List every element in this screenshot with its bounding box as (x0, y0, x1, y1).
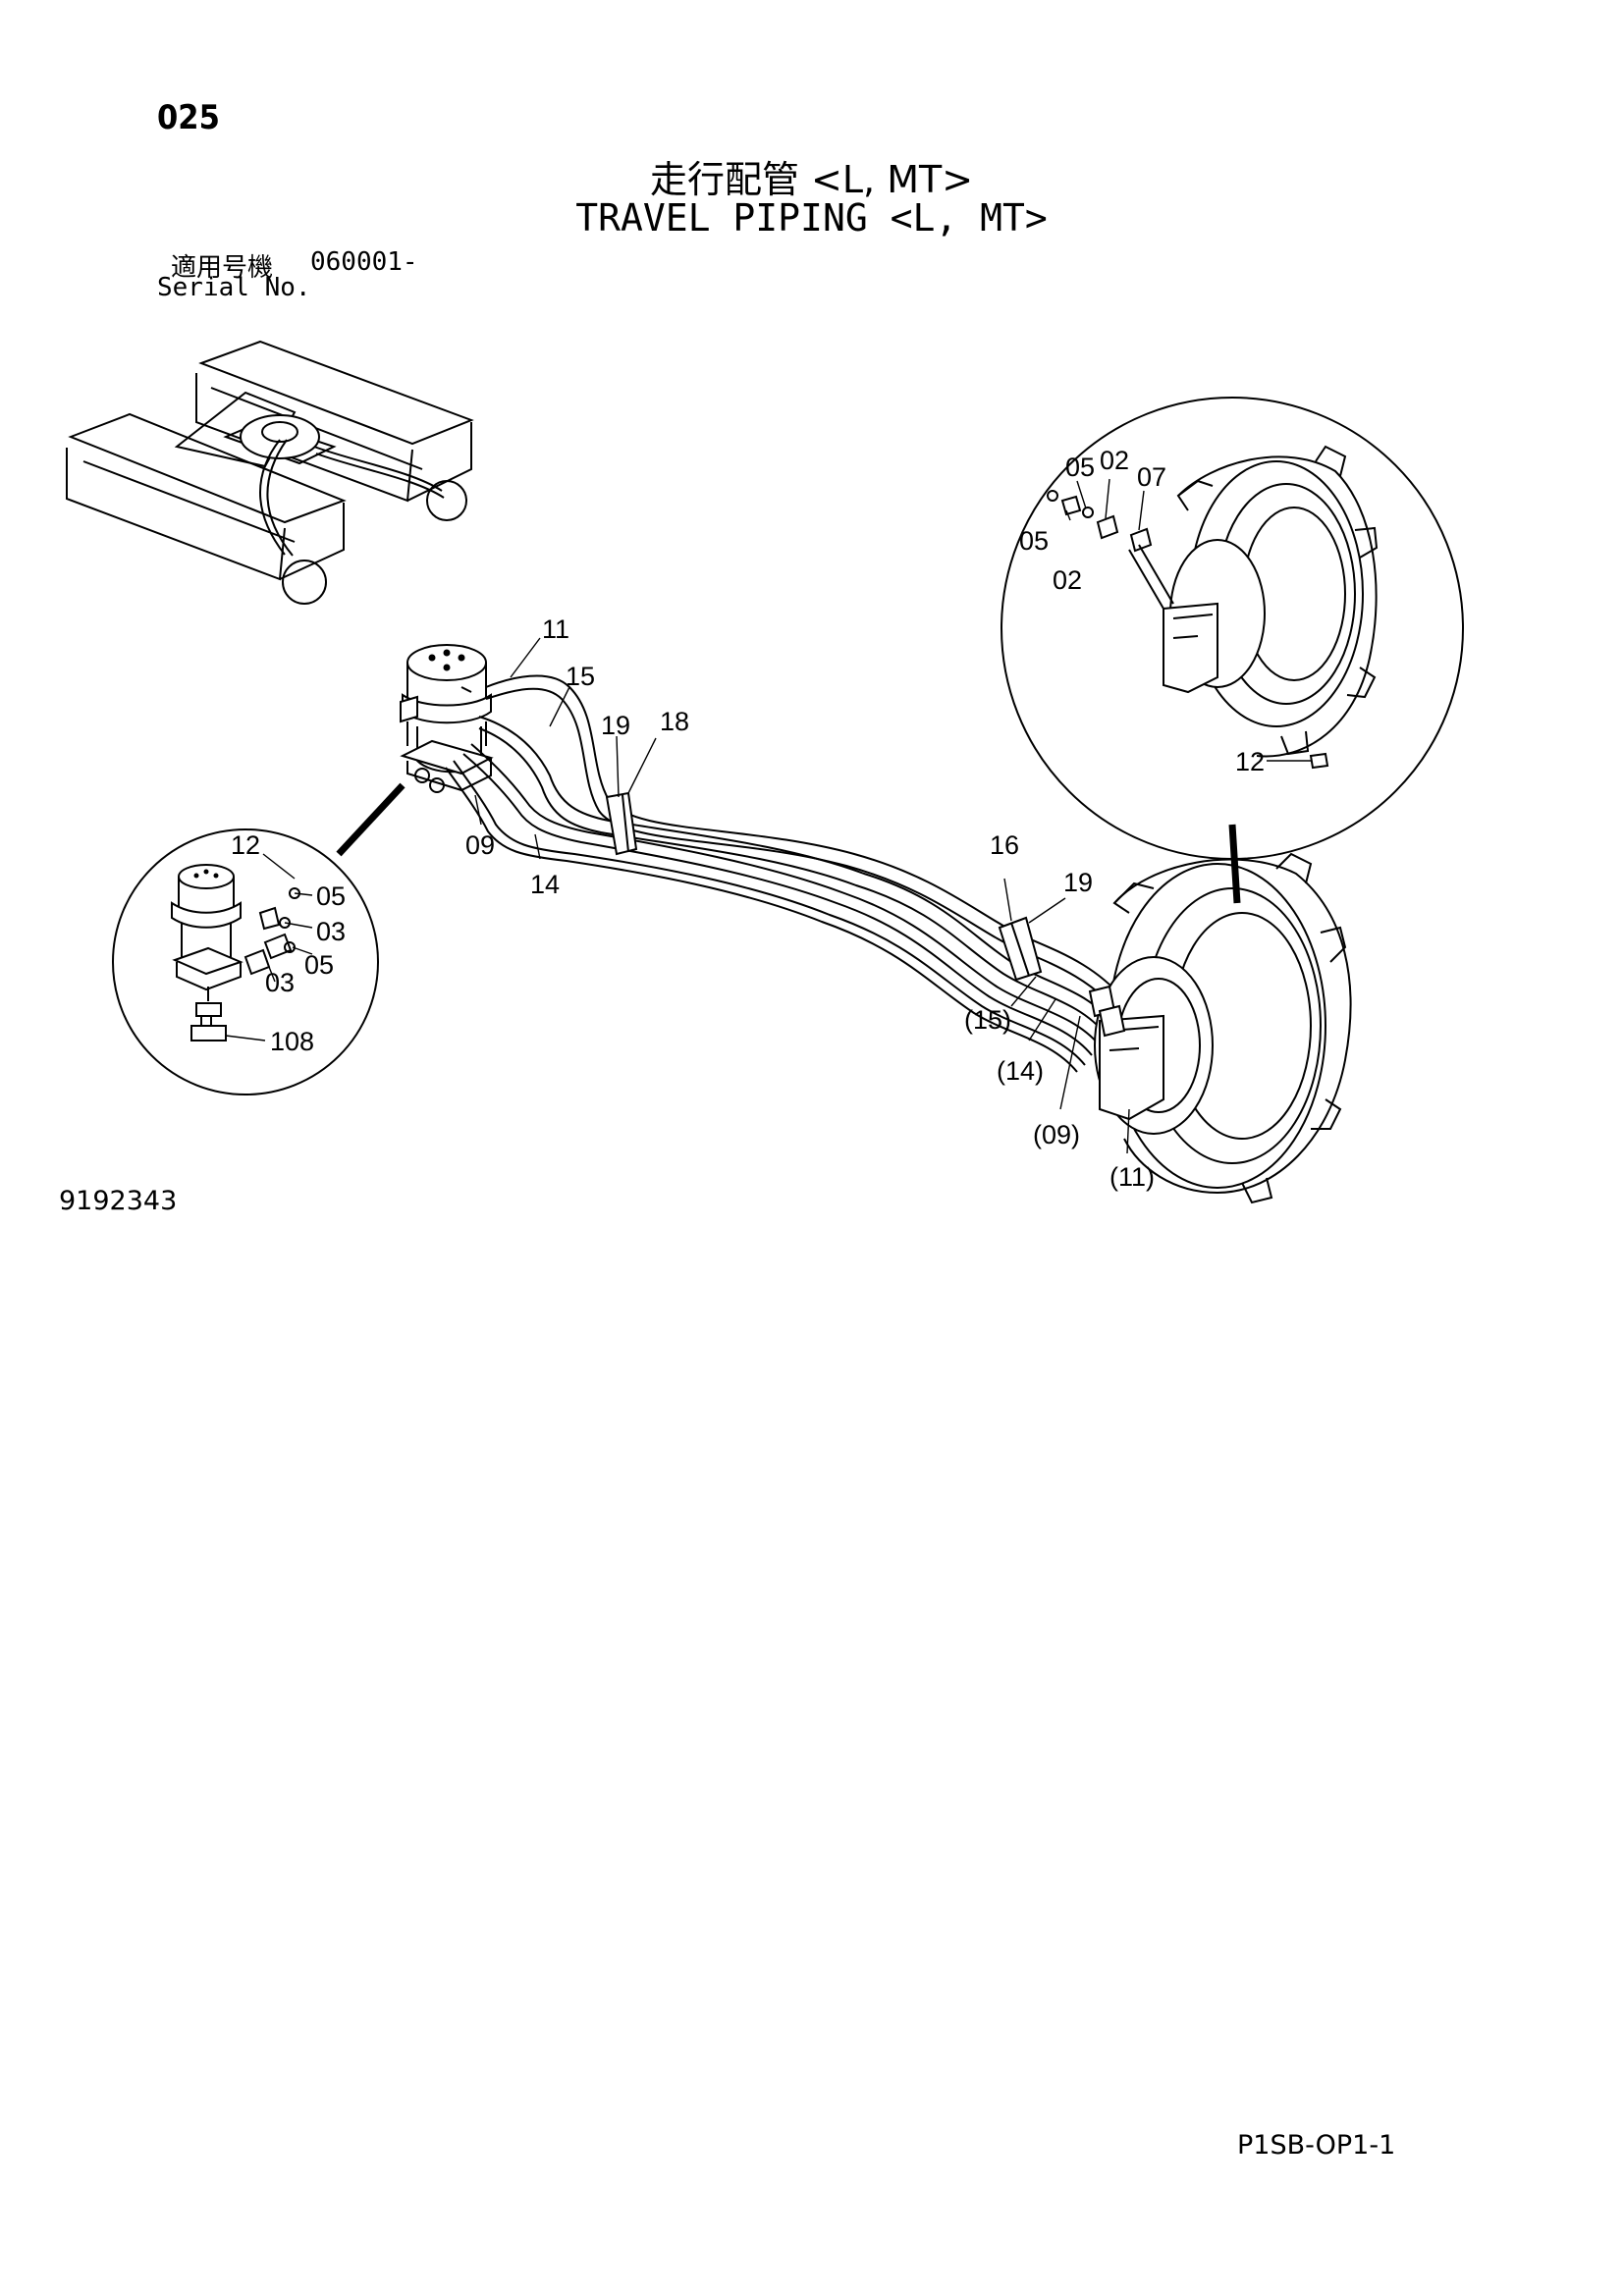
hydraulic-hose-bundle (445, 674, 1130, 1073)
detail-left-callout-05: 05 (316, 881, 346, 911)
callout-15-ref: (15) (964, 1005, 1011, 1035)
detail-left-callout-108: 108 (270, 1027, 314, 1056)
figure-number: 9192343 (59, 1186, 178, 1216)
title-japanese: 走行配管 <L, MT> (649, 158, 974, 201)
callout-09-ref: (09) (1033, 1120, 1080, 1149)
callout-11: 11 (542, 614, 569, 644)
serial-label-english: Serial No. (157, 273, 311, 302)
callout-16: 16 (990, 830, 1019, 860)
callout-09: 09 (465, 830, 495, 860)
serial-range: 060001- (310, 247, 418, 277)
detail-right-callout-02b: 02 (1053, 565, 1082, 595)
title-english: TRAVEL PIPING <L, MT> (575, 196, 1048, 240)
callout-14-ref: (14) (997, 1056, 1044, 1086)
callout-19: 19 (601, 711, 630, 740)
callout-15: 15 (566, 662, 595, 691)
detail-left-callout-05b: 05 (304, 950, 334, 980)
motor-fittings-detail (1001, 397, 1464, 904)
travel-motor-sprocket-icon (1088, 852, 1352, 1204)
callout-18: 18 (660, 707, 689, 736)
detail-left-callout-03b: 03 (265, 968, 295, 997)
detail-right-callout-02: 02 (1100, 446, 1129, 475)
callout-11-ref: (11) (1109, 1162, 1155, 1192)
callout-19b: 19 (1063, 868, 1093, 897)
detail-left-callout-03: 03 (316, 917, 346, 946)
center-swivel-joint-icon (400, 644, 494, 793)
detail-right-callout-05: 05 (1065, 453, 1095, 482)
swivel-fittings-detail (112, 782, 406, 1095)
crawler-undercarriage-icon (66, 340, 474, 605)
detail-left-callout-12: 12 (231, 830, 260, 860)
serial-label-japanese: 適用号機 (171, 253, 274, 283)
page-number: 025 (157, 98, 220, 137)
detail-right-callout-12: 12 (1235, 747, 1265, 776)
page-code: P1SB-OP1-1 (1237, 2130, 1396, 2161)
detail-right-callout-07: 07 (1137, 462, 1166, 492)
leader-lines (474, 637, 1130, 1154)
detail-right-callout-05b: 05 (1019, 526, 1049, 556)
callout-14: 14 (530, 870, 560, 899)
